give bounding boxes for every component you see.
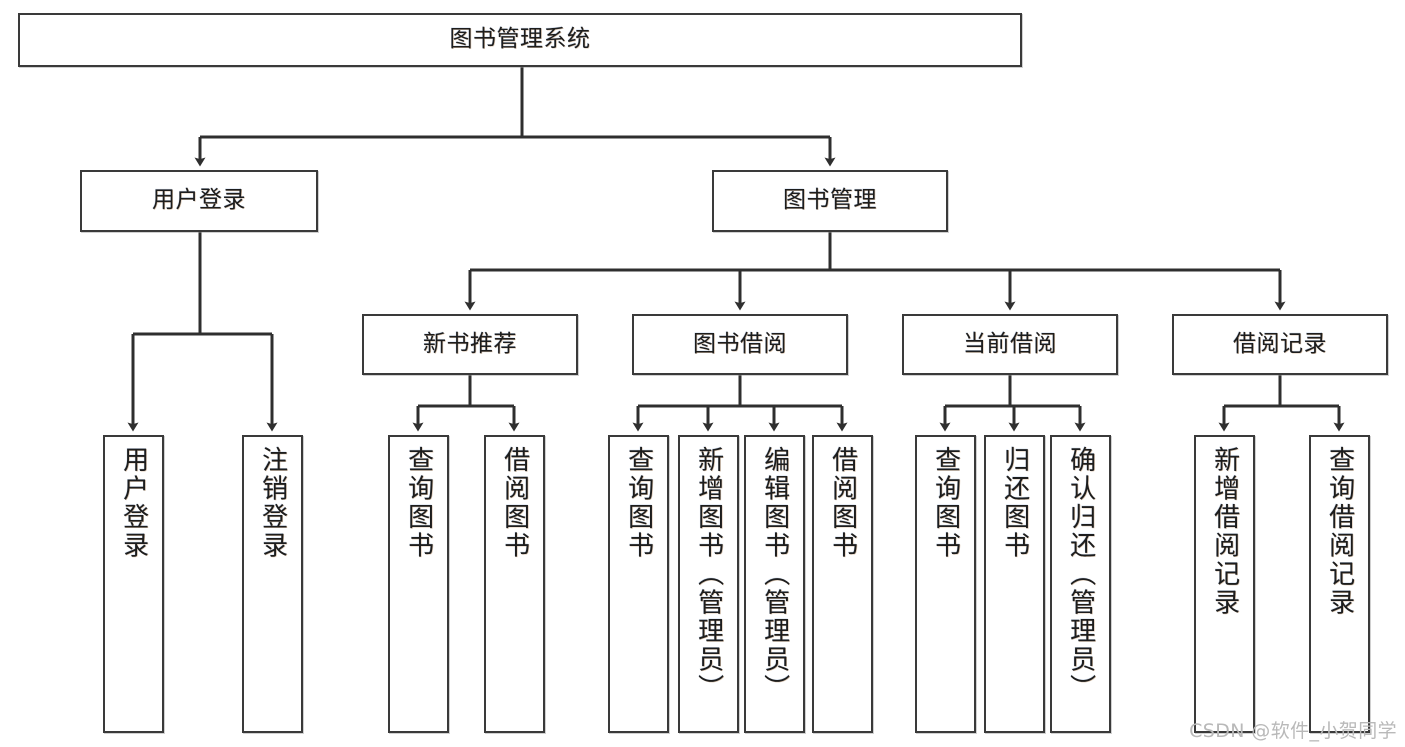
node-label: 归还图书 xyxy=(999,446,1030,560)
leaf-new-book-query[interactable]: 查询图书 xyxy=(388,435,449,733)
leaf-borrow-record-query[interactable]: 查询借阅记录 xyxy=(1309,435,1370,733)
node-label: 新增借阅记录 xyxy=(1209,446,1240,617)
node-label: 编辑图书（管理员） xyxy=(759,446,790,703)
leaf-book-borrow-borrow[interactable]: 借阅图书 xyxy=(812,435,873,733)
node-book-management[interactable]: 图书管理 xyxy=(712,170,948,232)
node-label: 确认归还（管理员） xyxy=(1065,446,1096,703)
node-current-borrow[interactable]: 当前借阅 xyxy=(902,314,1118,375)
node-label: 图书借阅 xyxy=(693,330,787,357)
leaf-user-login-login[interactable]: 用户登录 xyxy=(103,435,164,733)
node-book-borrow[interactable]: 图书借阅 xyxy=(632,314,848,375)
leaf-current-borrow-query[interactable]: 查询图书 xyxy=(915,435,976,733)
leaf-current-borrow-confirm-return[interactable]: 确认归还（管理员） xyxy=(1050,435,1111,733)
leaf-book-borrow-add[interactable]: 新增图书（管理员） xyxy=(678,435,739,733)
watermark-credit: CSDN @软件_小贺同学 xyxy=(1189,720,1397,742)
node-label: 查询图书 xyxy=(930,446,961,560)
node-label: 查询图书 xyxy=(623,446,654,560)
leaf-borrow-record-add[interactable]: 新增借阅记录 xyxy=(1194,435,1255,733)
node-label: 图书管理 xyxy=(783,187,877,214)
node-label: 图书管理系统 xyxy=(449,26,591,53)
node-label: 注销登录 xyxy=(257,446,288,560)
node-label: 查询借阅记录 xyxy=(1324,446,1355,617)
node-borrow-record[interactable]: 借阅记录 xyxy=(1172,314,1388,375)
node-label: 用户登录 xyxy=(152,187,246,214)
node-label: 借阅记录 xyxy=(1233,330,1327,357)
node-label: 新书推荐 xyxy=(423,330,517,357)
node-label: 借阅图书 xyxy=(499,446,530,560)
node-label: 新增图书（管理员） xyxy=(693,446,724,703)
leaf-new-book-borrow[interactable]: 借阅图书 xyxy=(484,435,545,733)
leaf-book-borrow-query[interactable]: 查询图书 xyxy=(608,435,669,733)
node-root-system[interactable]: 图书管理系统 xyxy=(18,13,1022,67)
leaf-book-borrow-edit[interactable]: 编辑图书（管理员） xyxy=(744,435,805,733)
leaf-user-login-logout[interactable]: 注销登录 xyxy=(242,435,303,733)
node-label: 当前借阅 xyxy=(963,330,1057,357)
leaf-current-borrow-return[interactable]: 归还图书 xyxy=(984,435,1045,733)
node-label: 查询图书 xyxy=(403,446,434,560)
node-user-login[interactable]: 用户登录 xyxy=(80,170,318,232)
node-label: 借阅图书 xyxy=(827,446,858,560)
node-new-book-recommend[interactable]: 新书推荐 xyxy=(362,314,578,375)
node-label: 用户登录 xyxy=(118,446,149,560)
